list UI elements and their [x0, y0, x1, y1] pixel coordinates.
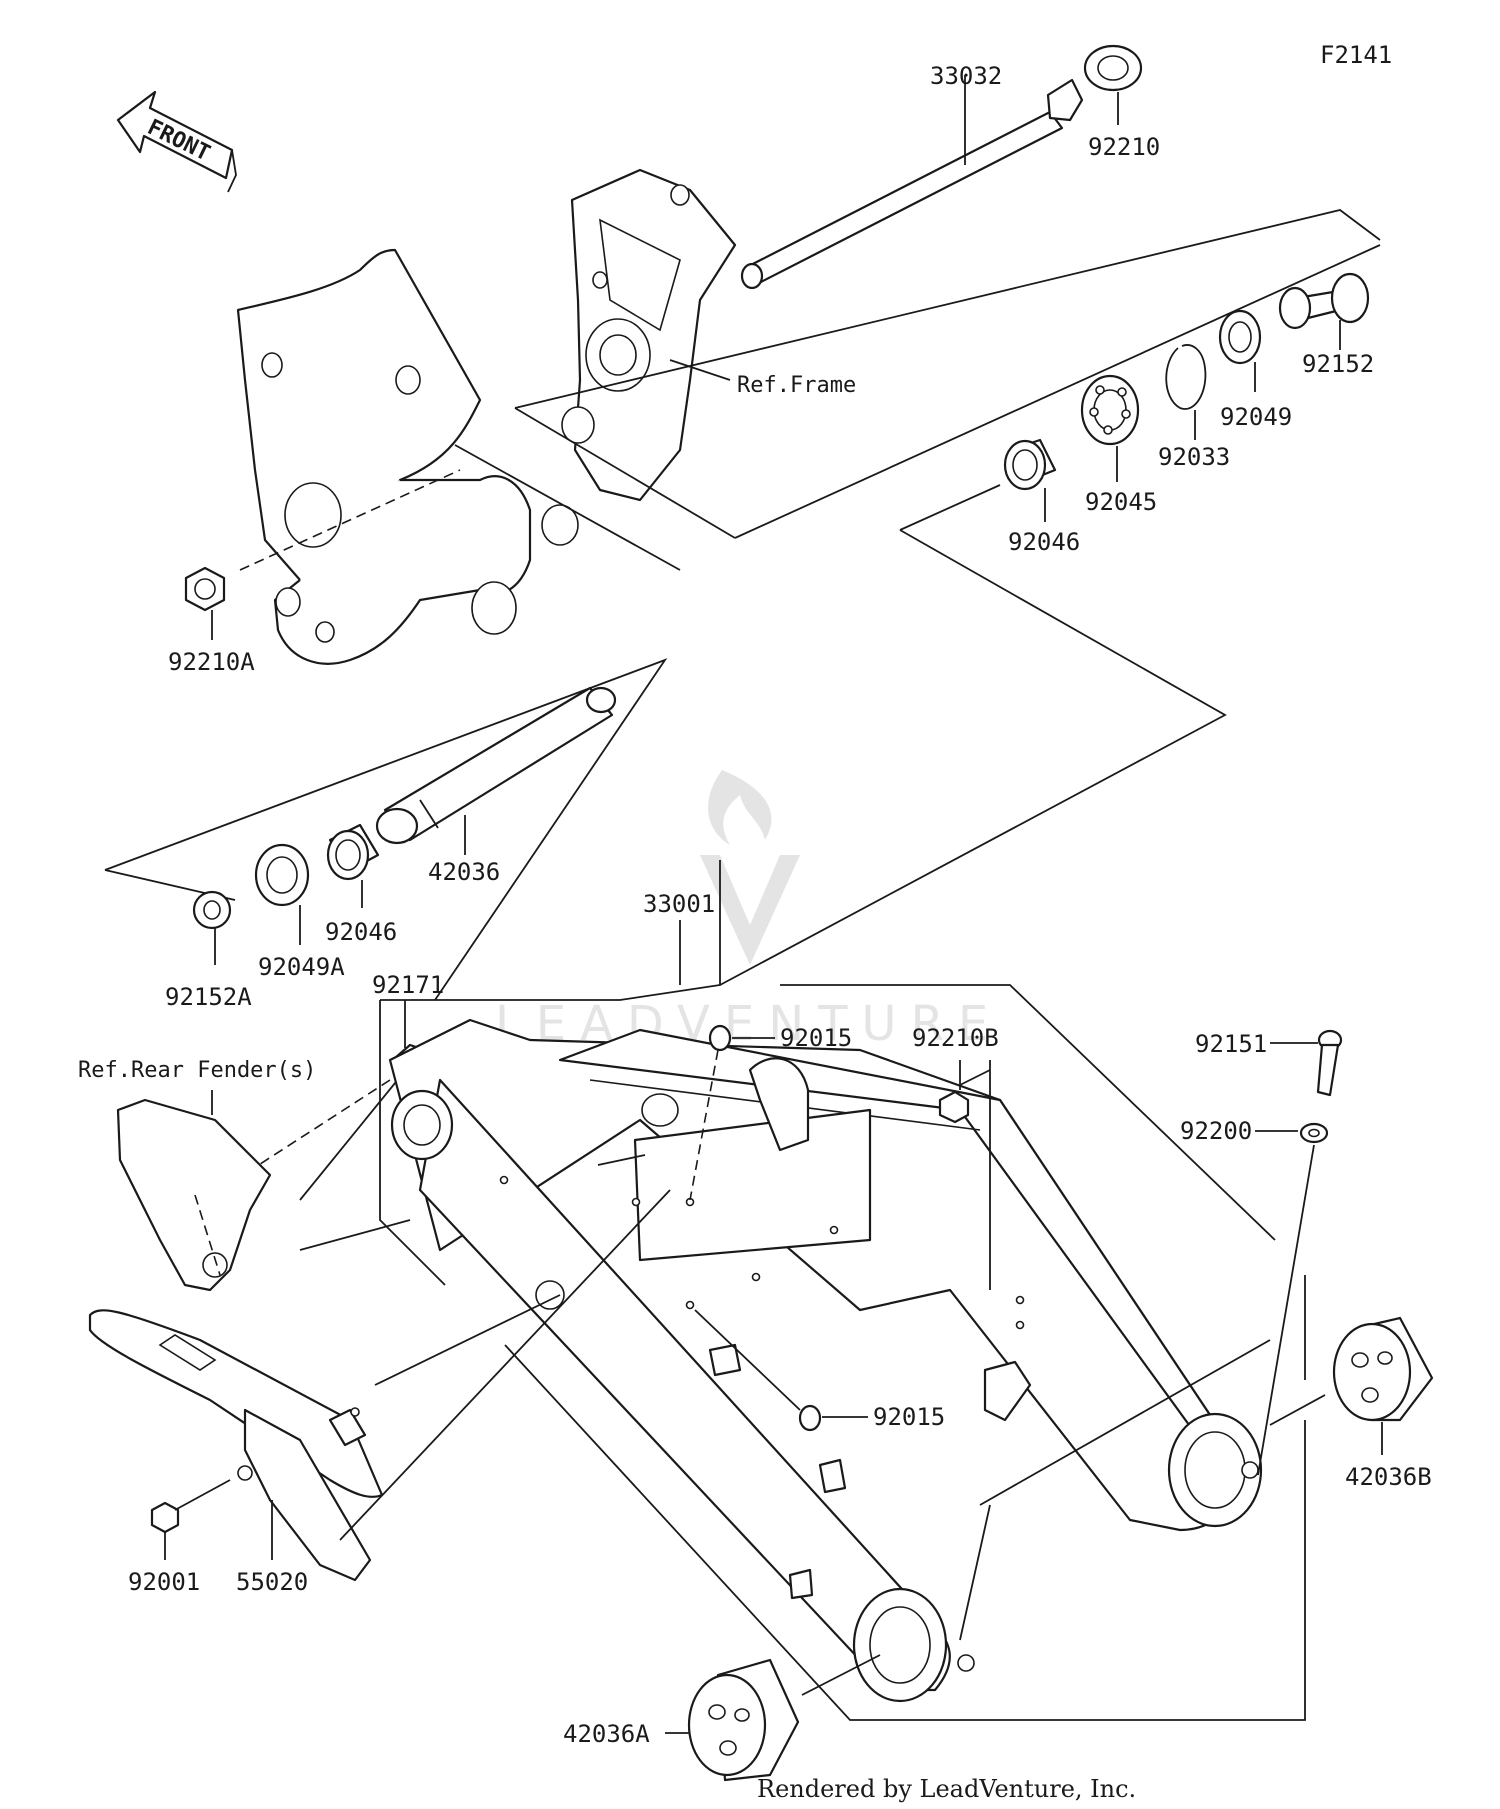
- label-42036A: 42036A: [563, 1720, 650, 1748]
- part-42036-sleeve: [375, 686, 617, 845]
- label-92049A: 92049A: [258, 953, 345, 981]
- part-92046-needle-bearing-lower: [326, 823, 380, 881]
- label-33032: 33032: [930, 62, 1002, 90]
- label-42036B: 42036B: [1345, 1463, 1432, 1491]
- label-92152: 92152: [1302, 350, 1374, 378]
- diagram-code: F2141: [1320, 41, 1392, 69]
- upper-bearing-group-bracket: [514, 209, 1381, 409]
- part-33032-pivot-shaft: [740, 78, 1084, 290]
- label-92015-lower: 92015: [873, 1403, 945, 1431]
- part-92049-seal: [1218, 309, 1262, 365]
- front-direction-arrow: FRONT: [116, 90, 237, 193]
- watermark-logo: LEADVENTURE: [495, 770, 988, 1052]
- part-92200-washer: [1299, 1122, 1329, 1144]
- part-42036B-bushing: [1332, 1316, 1434, 1422]
- part-92045-ball-bearing: [1080, 374, 1140, 446]
- label-42036: 42036: [428, 858, 500, 886]
- rear-fender-section: [116, 1098, 272, 1292]
- part-42036A-bushing: [687, 1658, 800, 1782]
- part-92033-circlip: [1165, 344, 1207, 410]
- label-92151: 92151: [1195, 1030, 1267, 1058]
- label-92210B: 92210B: [912, 1024, 999, 1052]
- frame-right-section: [561, 168, 737, 502]
- part-92001-bolt: [150, 1501, 180, 1534]
- label-92152A: 92152A: [165, 983, 252, 1011]
- label-33001: 33001: [643, 890, 715, 918]
- part-92210B-nut: [938, 1090, 970, 1124]
- label-55020: 55020: [236, 1568, 308, 1596]
- ref-frame-label: Ref.Frame: [737, 373, 856, 398]
- part-92210A-nut: [184, 566, 226, 612]
- swingarm-group-bracket: [380, 860, 721, 1001]
- label-92200: 92200: [1180, 1117, 1252, 1145]
- label-92210A: 92210A: [168, 648, 255, 676]
- part-92151-bolt: [1316, 1029, 1343, 1097]
- label-92046-lower: 92046: [325, 918, 397, 946]
- frame-left-section: [236, 248, 579, 665]
- label-92049: 92049: [1220, 403, 1292, 431]
- shaft-group-bracket: [104, 658, 668, 1001]
- part-92152-collar: [1278, 272, 1370, 330]
- label-92001: 92001: [128, 1568, 200, 1596]
- footer-credit: Rendered by LeadVenture, Inc.: [757, 1775, 1136, 1803]
- ref-rear-fender-label: Ref.Rear Fender(s): [78, 1058, 316, 1083]
- part-92049A-seal: [254, 843, 310, 907]
- part-92015-grease-fitting-lower: [694, 1309, 868, 1432]
- part-92015-grease-fitting-upper: [689, 1024, 775, 1201]
- part-92210-nut: [1083, 44, 1143, 92]
- part-55020-chain-guard: [88, 1309, 384, 1582]
- part-92046-needle-bearing-upper: [1003, 438, 1057, 491]
- label-92045: 92045: [1085, 488, 1157, 516]
- label-92210: 92210: [1088, 133, 1160, 161]
- label-92046-upper: 92046: [1008, 528, 1080, 556]
- label-92033: 92033: [1158, 443, 1230, 471]
- label-92171: 92171: [372, 971, 444, 999]
- label-92015-upper: 92015: [780, 1024, 852, 1052]
- part-92152A-collar: [192, 890, 232, 930]
- part-33001-swingarm: [388, 1018, 1263, 1703]
